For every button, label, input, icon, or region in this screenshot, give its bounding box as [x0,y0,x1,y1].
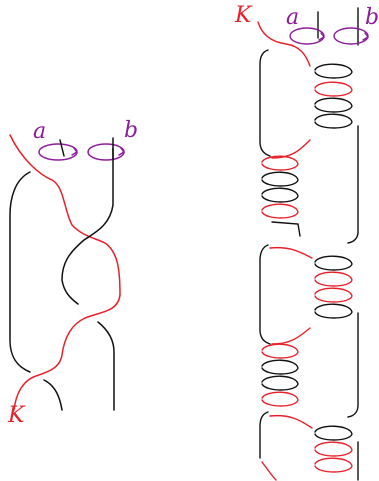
right-meridian-a-label: a [286,5,299,30]
right-knot-cross-2 [269,246,313,259]
twist-group-left-1 [261,155,301,237]
right-column-bar-2 [259,244,271,345]
right-column-bar-3 [259,411,269,459]
left-knot-label: K [7,403,26,428]
right-braid-figure: K a b [234,3,379,481]
right-knot-bottom [261,461,277,481]
twist-group-left-2 [261,343,299,407]
left-strand-outer [9,171,31,373]
left-meridian-b [87,137,126,161]
left-strand-outer-bottom [43,379,63,411]
left-knot-strand-middle [13,294,121,411]
right-column-right-bar-2 [347,312,359,418]
right-meridian-b-label: b [365,5,379,30]
right-meridian-a [289,27,326,45]
right-knot-cross-4 [269,414,313,429]
right-knot-strand-top [257,21,311,67]
right-knot-label: K [234,3,253,28]
left-meridian-a [38,139,79,161]
left-meridian-b-label: b [124,118,138,143]
left-strand-right-bottom [97,321,115,411]
left-meridian-a-label: a [33,119,46,144]
left-knot-strand-top [9,134,121,296]
right-meridian-b [333,27,370,45]
right-column-bar-1 [259,49,271,157]
twist-group-right-1 [314,63,353,129]
twist-group-right-3 [314,425,353,473]
left-braid-figure: a b K [7,118,138,428]
right-column-right-bar-1 [347,125,359,244]
twist-group-right-2 [314,255,353,319]
right-knot-cross-3 [271,327,311,345]
left-strand-inner [61,147,114,305]
right-knot-cross-1 [271,139,311,159]
